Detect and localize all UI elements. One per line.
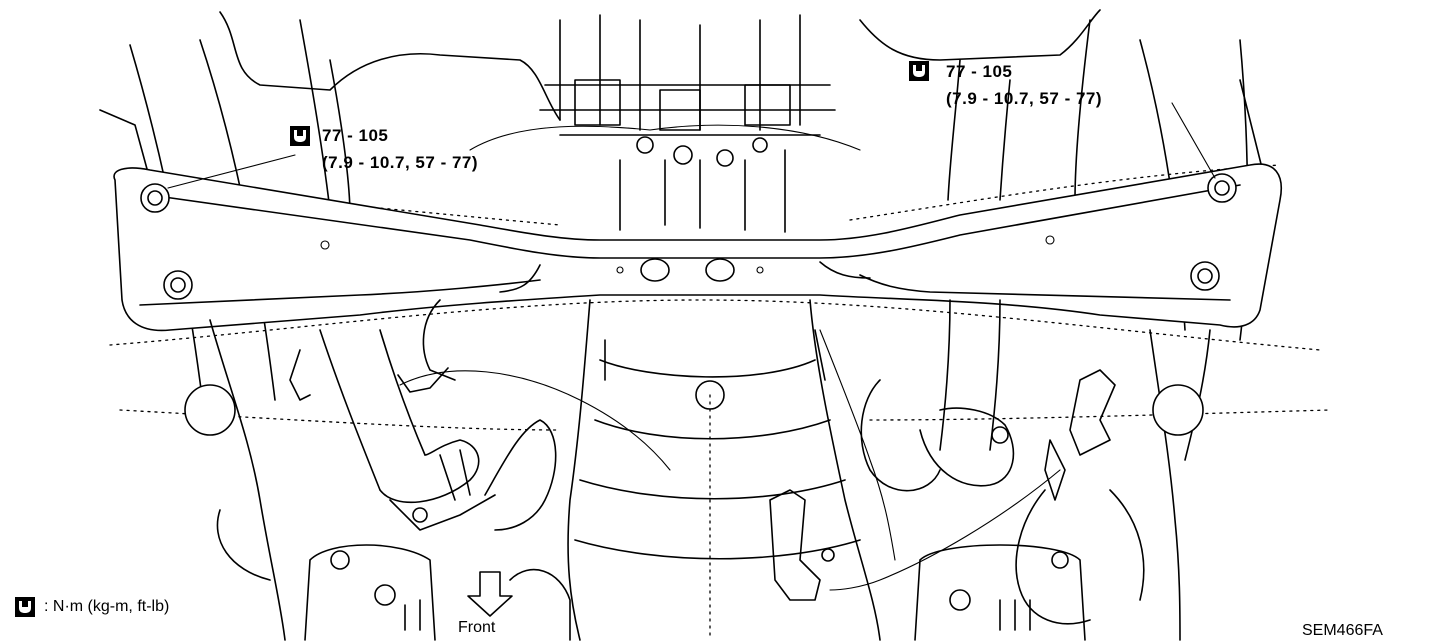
torque-legend: : N·m (kg-m, ft-lb) bbox=[44, 598, 170, 615]
front-crossmember bbox=[113, 163, 1282, 332]
lower-brackets bbox=[304, 544, 1086, 641]
bolt-front-left-upper bbox=[140, 183, 170, 213]
bolt-front-right-lower bbox=[1190, 261, 1220, 291]
torque-wrench-icon bbox=[909, 61, 929, 81]
left-suspension bbox=[184, 299, 671, 641]
torque-value-left: 77 - 105 bbox=[322, 126, 389, 145]
legend-torque-wrench-icon bbox=[15, 597, 35, 617]
torque-value-right: 77 - 105 bbox=[946, 62, 1013, 81]
torque-wrench-icon bbox=[290, 126, 310, 146]
front-arrow-icon bbox=[467, 571, 513, 617]
bolt-front-right-upper bbox=[1207, 173, 1237, 203]
figure-code: SEM466FA bbox=[1302, 622, 1383, 639]
engine-upper-outline bbox=[219, 9, 1101, 233]
crossmember-bolts bbox=[140, 173, 1237, 300]
torque-units-right: (7.9 - 10.7, 57 - 77) bbox=[946, 89, 1103, 108]
leader-lines bbox=[167, 102, 1216, 189]
transmission-body bbox=[567, 299, 881, 641]
right-suspension bbox=[819, 299, 1211, 641]
front-label: Front bbox=[458, 619, 496, 636]
torque-units-left: (7.9 - 10.7, 57 - 77) bbox=[322, 153, 479, 172]
bolt-front-left-lower bbox=[163, 270, 193, 300]
